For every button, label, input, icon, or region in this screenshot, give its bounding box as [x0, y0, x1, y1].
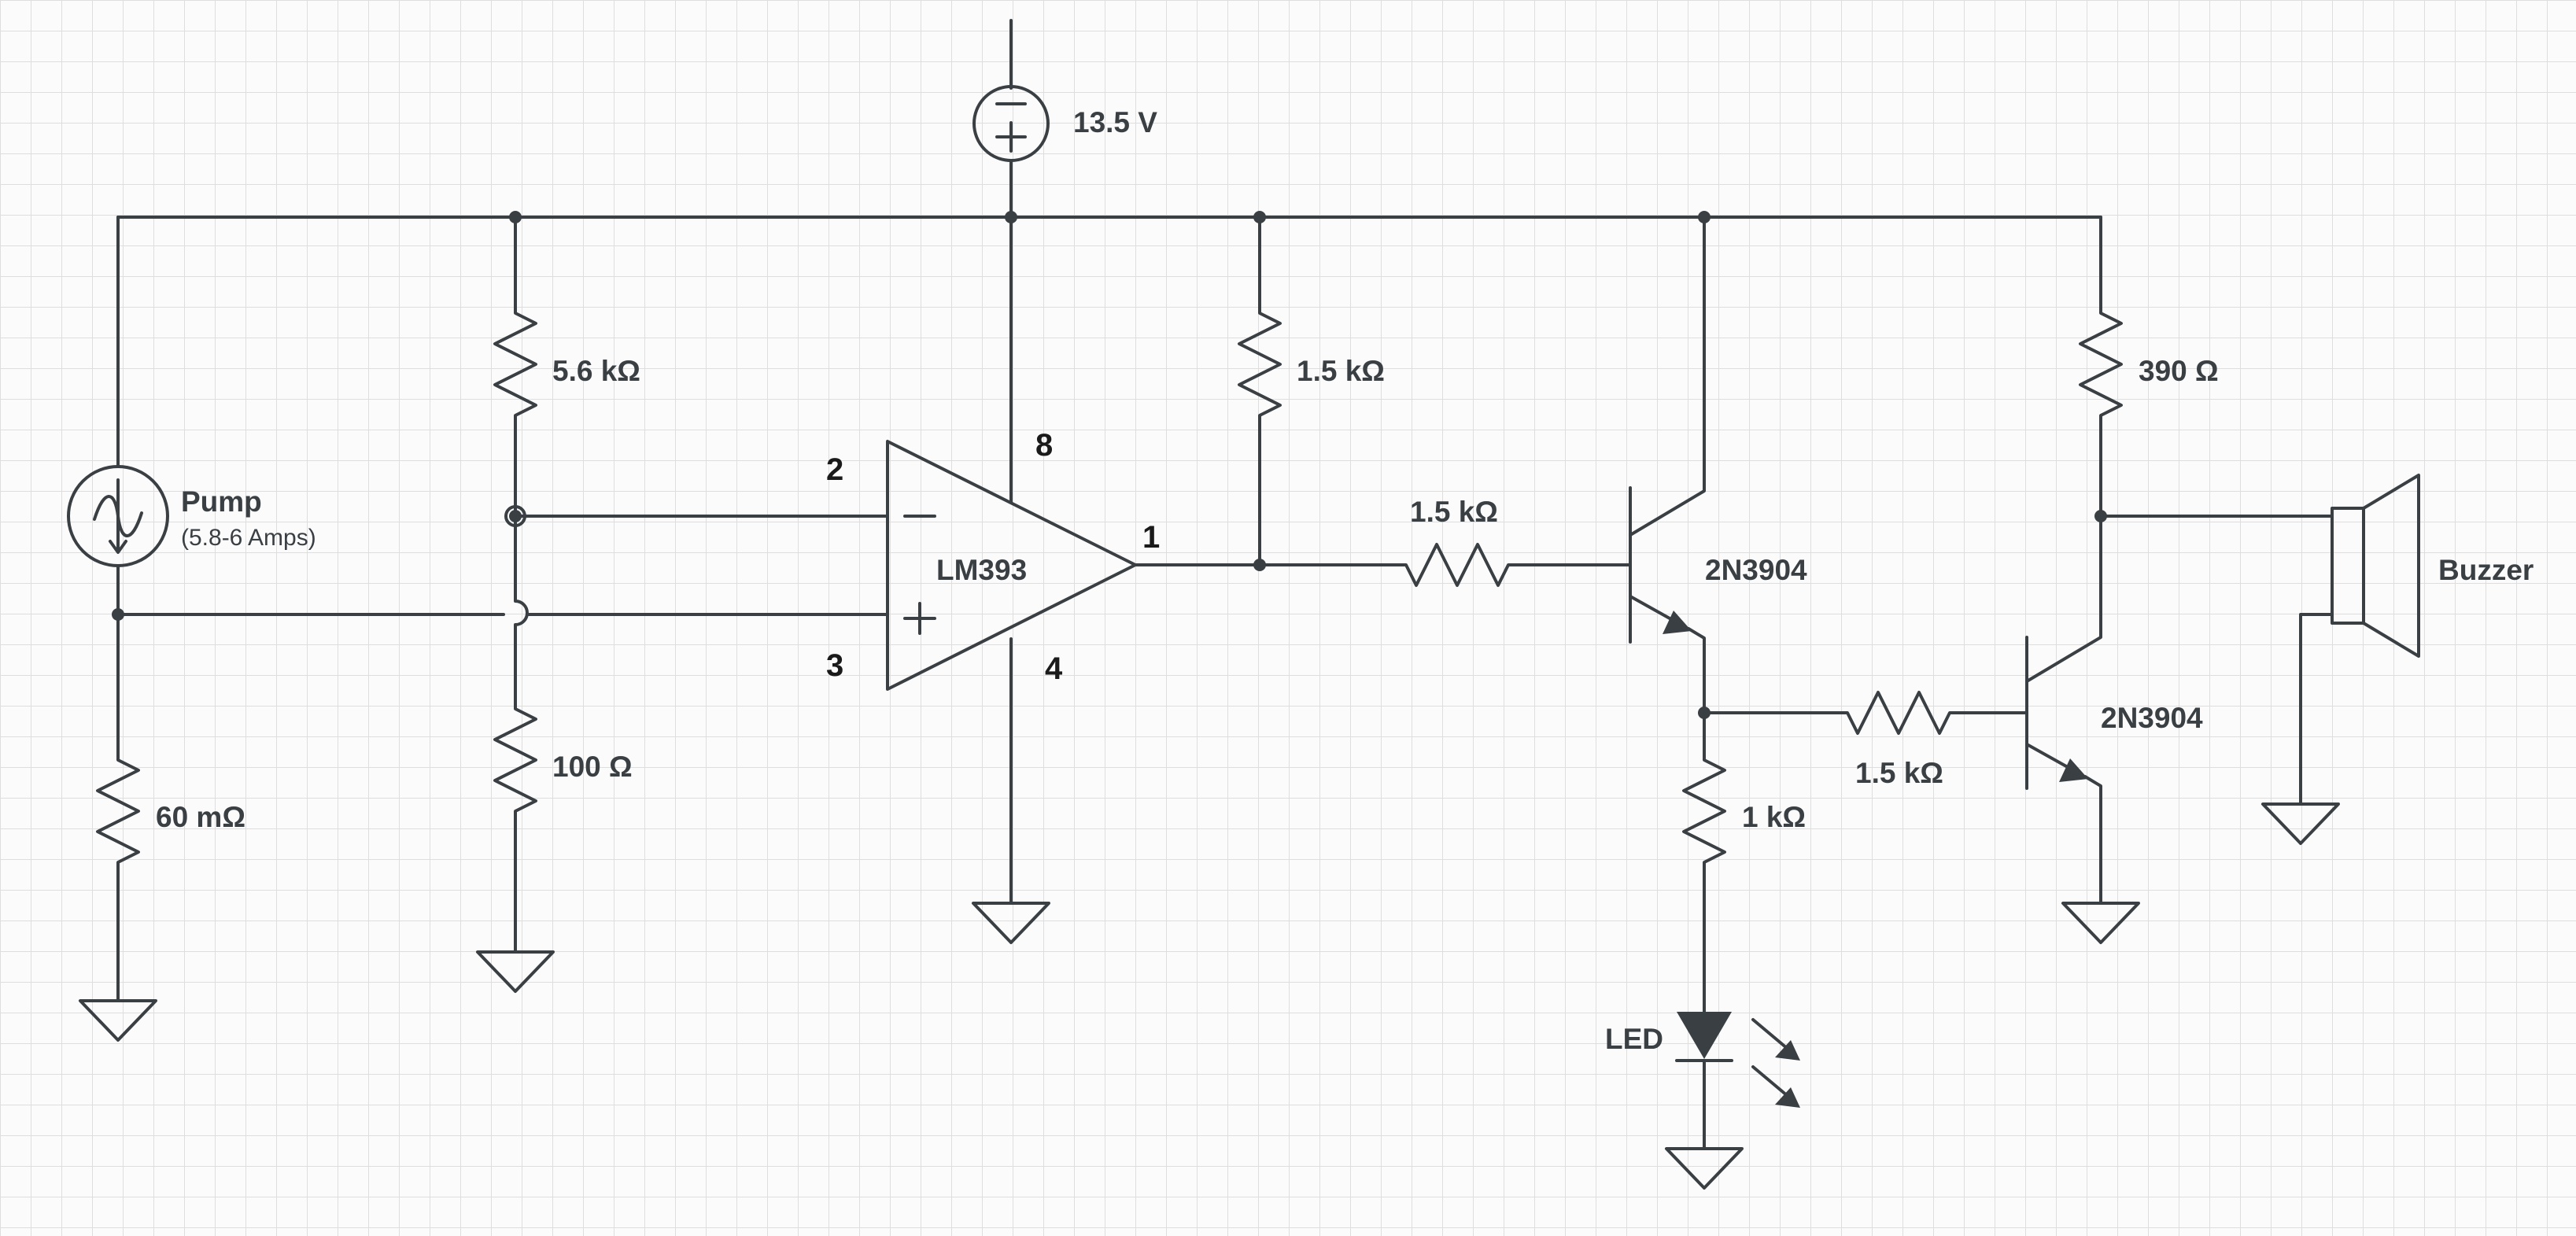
comparator-lm393 — [886, 440, 1137, 691]
resistor-base-q1 — [1401, 543, 1513, 587]
pump-label: Pump — [181, 485, 262, 518]
transistor-q1-label: 2N3904 — [1705, 554, 1807, 586]
ground-icon — [1665, 1147, 1744, 1190]
junction-dot — [504, 505, 526, 527]
junction-dot — [1253, 559, 1266, 571]
resistor-base-q1-label: 1.5 kΩ — [1410, 496, 1498, 528]
ground-icon — [972, 902, 1050, 944]
resistor-buzzer — [2079, 308, 2123, 420]
buzzer-icon — [2331, 474, 2420, 658]
comparator-label: LM393 — [936, 554, 1027, 586]
junction-dot — [509, 211, 522, 223]
junction-dot — [509, 510, 522, 522]
pump-current-note: (5.8-6 Amps) — [181, 525, 316, 551]
resistor-pullup-label: 1.5 kΩ — [1297, 355, 1385, 387]
pin-label-out: 1 — [1142, 520, 1160, 555]
pump-source-icon — [67, 465, 169, 567]
resistor-shunt-label: 60 mΩ — [156, 801, 245, 833]
ground-icon — [2261, 802, 2340, 845]
resistor-shunt — [96, 755, 140, 867]
ground-icon — [2061, 902, 2140, 944]
buzzer-ground-wire — [2299, 613, 2334, 804]
supply-label: 13.5 V — [1073, 106, 1157, 138]
transistor-q2-label: 2N3904 — [2101, 702, 2203, 734]
buzzer-label: Buzzer — [2438, 554, 2534, 586]
divider-wire-mid — [514, 417, 529, 707]
junction-dot — [1253, 211, 1266, 223]
pin-label-noninv: 3 — [826, 648, 843, 683]
pin-label-gnd: 4 — [1045, 651, 1063, 686]
junction-dots — [112, 211, 2107, 719]
transistor-q1 — [1629, 216, 1706, 714]
ground-icon — [79, 999, 157, 1042]
resistor-divider-bottom — [493, 704, 537, 816]
junction-dot — [1698, 707, 1711, 719]
resistor-base-q2 — [1843, 691, 1954, 735]
pin-label-vcc: 8 — [1035, 428, 1053, 463]
resistor-buzzer-label: 390 Ω — [2139, 355, 2219, 387]
transistor-q2 — [2025, 515, 2102, 903]
led-icon — [1675, 1012, 1800, 1108]
resistor-divider-top-label: 5.6 kΩ — [552, 355, 640, 387]
resistor-led-label: 1 kΩ — [1742, 801, 1806, 833]
led-label: LED — [1605, 1023, 1663, 1055]
ground-icon — [476, 950, 555, 993]
resistor-base-q2-label: 1.5 kΩ — [1855, 757, 1943, 789]
junction-dot — [112, 608, 124, 621]
voltage-source-13v5 — [972, 19, 1050, 219]
resistor-divider-bottom-label: 100 Ω — [552, 751, 633, 783]
resistor-divider-top — [493, 308, 537, 420]
junction-dot — [1698, 211, 1711, 223]
junction-dot — [2094, 510, 2107, 522]
resistor-pullup — [1238, 308, 1282, 420]
pin-label-inv: 2 — [826, 452, 843, 487]
junction-dot — [1005, 211, 1017, 223]
resistor-led — [1682, 755, 1726, 867]
